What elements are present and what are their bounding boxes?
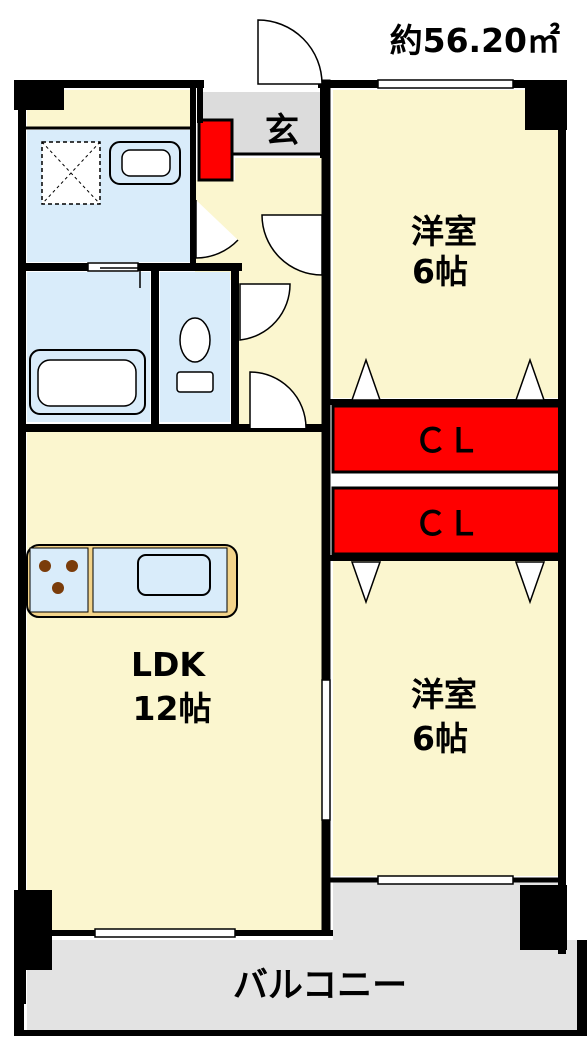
closet-top [331,404,562,474]
kitchen-sink [137,554,211,596]
balcony-label: バルコニー [233,966,407,1006]
labels: 約56.20㎡ 玄 洋室 6帖 ＣＬ ＣＬ LDK 12帖 洋室 6帖 バルコニ… [131,21,560,1006]
windows [87,79,514,938]
balcony-floor [27,940,581,1030]
ldk-size: 12帖 [133,689,212,728]
bedroom-door [261,214,323,276]
bedroom-top-size: 6帖 [412,252,468,291]
bedroom-top-name: 洋室 [411,212,477,251]
closet-top-label: ＣＬ [414,421,480,460]
washroom-door [195,200,239,259]
doors [100,19,323,429]
bedroom-bottom-floor [333,558,558,876]
closet-doors [350,357,546,605]
stove-burner [39,560,51,572]
stove-burner [52,582,64,594]
bedroom-top-floor [333,90,558,398]
window-bedroom-top [377,79,514,89]
ldk-floor [27,430,323,930]
ldk-name: LDK [131,645,206,684]
toilet-bowl [179,317,211,363]
window-bedroom-bottom [377,875,514,885]
area-label: 約56.20㎡ [390,21,560,60]
front-door [257,19,323,85]
entrance-label: 玄 [265,111,299,151]
shoe-cabinet [197,118,234,182]
fixtures [26,141,238,618]
ldk-door [249,371,307,429]
window-ldk-side [321,679,331,821]
toilet-door [239,283,291,341]
bath-door [100,267,141,288]
window-ldk [94,928,236,938]
closet-bottom-label: ＣＬ [414,504,480,543]
bedroom-bottom-size: 6帖 [412,719,468,758]
window-bathroom [87,262,139,272]
wall-blocks [14,80,587,1036]
stove-burner [66,560,78,572]
bedroom-bottom-name: 洋室 [411,675,477,714]
closet-bottom [331,486,562,556]
closets [197,118,562,556]
